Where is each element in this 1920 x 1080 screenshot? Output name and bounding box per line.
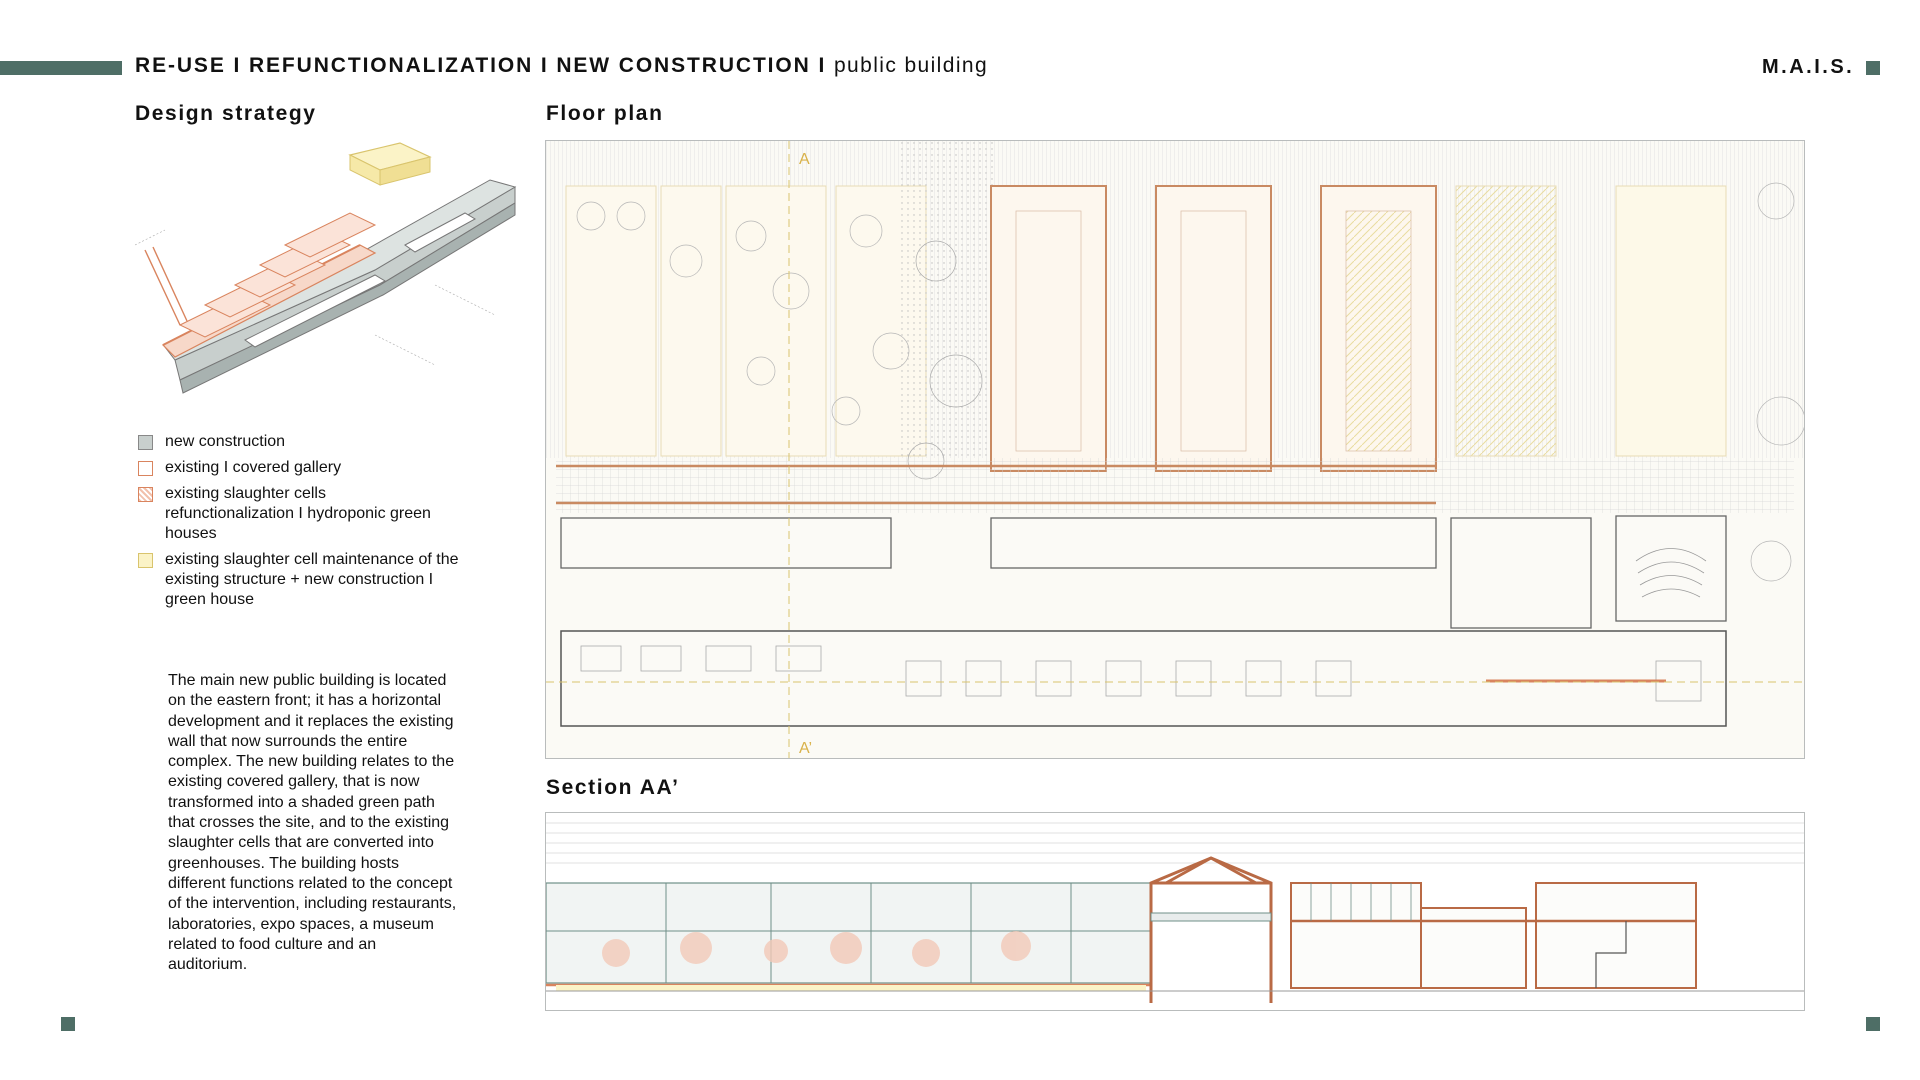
header-accent-bar bbox=[0, 61, 122, 75]
section-heading: Section AA’ bbox=[546, 776, 680, 799]
brand-label: M.A.I.S. bbox=[1762, 56, 1855, 78]
page-title: RE-USE I REFUNCTIONALIZATION I NEW CONST… bbox=[135, 54, 988, 78]
page-title-sub: public building bbox=[833, 54, 989, 77]
design-strategy-heading: Design strategy bbox=[135, 102, 317, 125]
legend-item-greenhouse: existing slaughter cell maintenance of t… bbox=[138, 550, 473, 610]
legend-swatch bbox=[138, 487, 153, 502]
legend-swatch bbox=[138, 435, 153, 450]
section-mark-top: A bbox=[799, 151, 810, 168]
legend: new construction existing I covered gall… bbox=[138, 432, 478, 616]
legend-label: existing I covered gallery bbox=[165, 459, 342, 476]
floor-plan-heading: Floor plan bbox=[546, 102, 664, 125]
corner-square-bottom-right bbox=[1866, 1017, 1880, 1031]
section-mark-bottom: A’ bbox=[799, 740, 812, 757]
legend-item-new-construction: new construction bbox=[138, 432, 478, 452]
legend-label: existing slaughter cell maintenance of t… bbox=[165, 551, 459, 608]
legend-label: new construction bbox=[165, 433, 286, 450]
legend-swatch bbox=[138, 461, 153, 476]
axonometric-diagram bbox=[135, 135, 520, 405]
legend-item-slaughter-cells: existing slaughter cells refunctionaliza… bbox=[138, 484, 458, 544]
corner-square-bottom-left bbox=[61, 1017, 75, 1031]
floor-plan-drawing: A A’ bbox=[545, 140, 1805, 759]
section-drawing bbox=[545, 812, 1805, 1011]
page-title-main: RE-USE I REFUNCTIONALIZATION I NEW CONST… bbox=[135, 54, 827, 77]
corner-square-top-right bbox=[1866, 61, 1880, 75]
description-text: The main new public building is located … bbox=[168, 672, 457, 974]
legend-swatch bbox=[138, 553, 153, 568]
legend-label: existing slaughter cells refunctionaliza… bbox=[165, 485, 431, 542]
legend-item-covered-gallery: existing I covered gallery bbox=[138, 458, 478, 478]
